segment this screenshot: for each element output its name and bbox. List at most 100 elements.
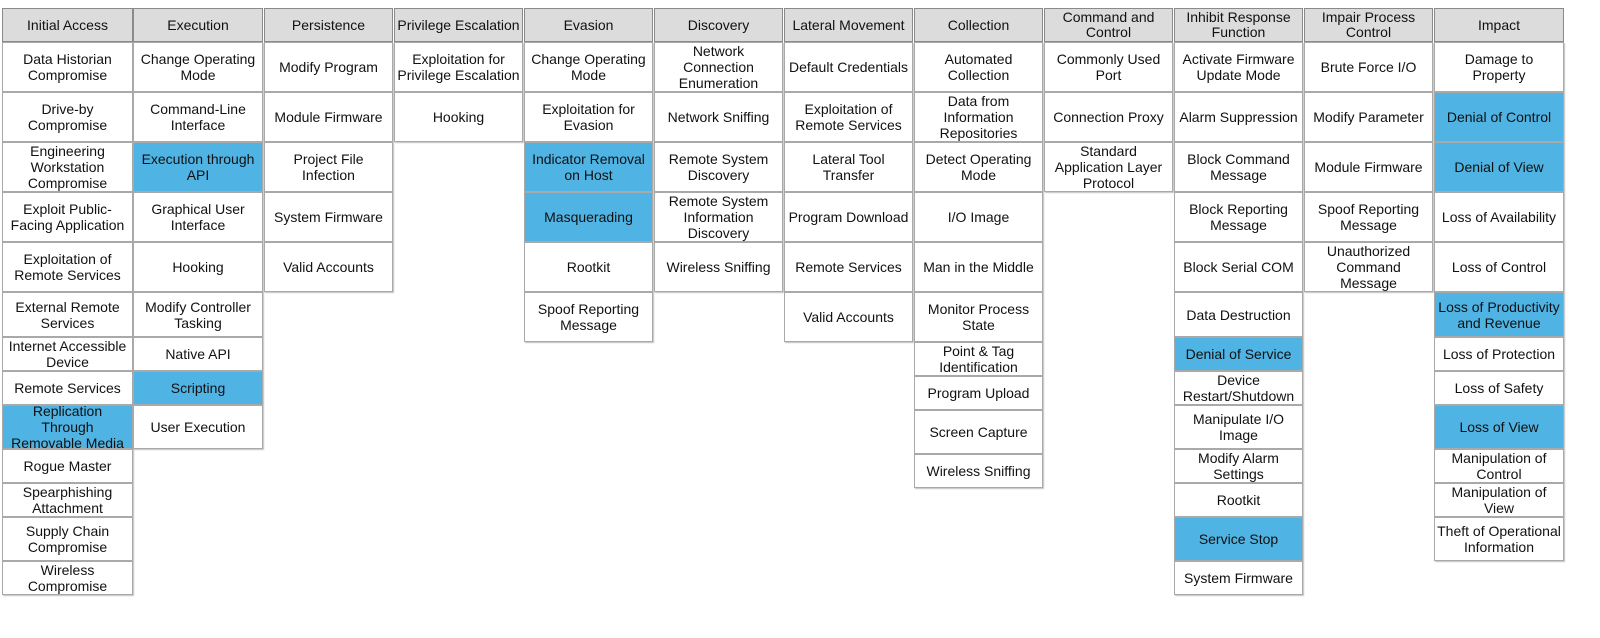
tactic-header: Command and Control <box>1044 8 1173 42</box>
technique-cell-manipulation-of-view[interactable]: Manipulation of View <box>1434 483 1564 517</box>
technique-cell-i-o-image[interactable]: I/O Image <box>914 192 1043 242</box>
technique-cell-change-operating-mode[interactable]: Change Operating Mode <box>133 42 263 92</box>
technique-cell-remote-services[interactable]: Remote Services <box>2 371 133 405</box>
technique-cell-hooking[interactable]: Hooking <box>394 92 523 142</box>
technique-cell-modify-alarm-settings[interactable]: Modify Alarm Settings <box>1174 449 1303 483</box>
technique-cell-connection-proxy[interactable]: Connection Proxy <box>1044 92 1173 142</box>
technique-cell-exploitation-of-remote-services[interactable]: Exploitation of Remote Services <box>2 242 133 292</box>
technique-cell-unauthorized-command-message[interactable]: Unauthorized Command Message <box>1304 242 1433 292</box>
technique-cell-detect-operating-mode[interactable]: Detect Operating Mode <box>914 142 1043 192</box>
technique-cell-modify-parameter[interactable]: Modify Parameter <box>1304 92 1433 142</box>
technique-cell-screen-capture[interactable]: Screen Capture <box>914 410 1043 454</box>
technique-cell-network-connection-enumeration[interactable]: Network Connection Enumeration <box>654 42 783 92</box>
tactic-header: Lateral Movement <box>784 8 913 42</box>
technique-cell-program-upload[interactable]: Program Upload <box>914 376 1043 410</box>
technique-cell-rootkit[interactable]: Rootkit <box>1174 483 1303 517</box>
technique-cell-program-download[interactable]: Program Download <box>784 192 913 242</box>
technique-cell-supply-chain-compromise[interactable]: Supply Chain Compromise <box>2 517 133 561</box>
technique-cell-scripting[interactable]: Scripting <box>133 371 263 405</box>
technique-cell-wireless-sniffing[interactable]: Wireless Sniffing <box>914 454 1043 488</box>
technique-cell-loss-of-safety[interactable]: Loss of Safety <box>1434 371 1564 405</box>
technique-cell-default-credentials[interactable]: Default Credentials <box>784 42 913 92</box>
technique-cell-block-serial-com[interactable]: Block Serial COM <box>1174 242 1303 292</box>
technique-cell-replication-through-removable-media[interactable]: Replication Through Removable Media <box>2 405 133 449</box>
technique-cell-theft-of-operational-information[interactable]: Theft of Operational Information <box>1434 517 1564 561</box>
technique-cell-loss-of-availability[interactable]: Loss of Availability <box>1434 192 1564 242</box>
technique-cell-graphical-user-interface[interactable]: Graphical User Interface <box>133 192 263 242</box>
technique-cell-valid-accounts[interactable]: Valid Accounts <box>784 292 913 342</box>
technique-cell-user-execution[interactable]: User Execution <box>133 405 263 449</box>
technique-cell-activate-firmware-update-mode[interactable]: Activate Firmware Update Mode <box>1174 42 1303 92</box>
technique-cell-denial-of-control[interactable]: Denial of Control <box>1434 92 1564 142</box>
technique-cell-system-firmware[interactable]: System Firmware <box>1174 561 1303 595</box>
technique-cell-module-firmware[interactable]: Module Firmware <box>1304 142 1433 192</box>
technique-cell-block-reporting-message[interactable]: Block Reporting Message <box>1174 192 1303 242</box>
technique-cell-data-from-information-repositories[interactable]: Data from Information Repositories <box>914 92 1043 142</box>
technique-cell-external-remote-services[interactable]: External Remote Services <box>2 292 133 337</box>
technique-cell-wireless-compromise[interactable]: Wireless Compromise <box>2 561 133 595</box>
technique-cell-wireless-sniffing[interactable]: Wireless Sniffing <box>654 242 783 292</box>
technique-cell-brute-force-i-o[interactable]: Brute Force I/O <box>1304 42 1433 92</box>
technique-cell-exploitation-for-privilege-escalation[interactable]: Exploitation for Privilege Escalation <box>394 42 523 92</box>
technique-cell-damage-to-property[interactable]: Damage to Property <box>1434 42 1564 92</box>
technique-cell-point-tag-identification[interactable]: Point & Tag Identification <box>914 342 1043 376</box>
tactic-header: Privilege Escalation <box>394 8 523 42</box>
technique-cell-modify-controller-tasking[interactable]: Modify Controller Tasking <box>133 292 263 337</box>
technique-cell-modify-program[interactable]: Modify Program <box>264 42 393 92</box>
technique-cell-masquerading[interactable]: Masquerading <box>524 192 653 242</box>
technique-cell-spoof-reporting-message[interactable]: Spoof Reporting Message <box>524 292 653 342</box>
technique-cell-service-stop[interactable]: Service Stop <box>1174 517 1303 561</box>
technique-cell-valid-accounts[interactable]: Valid Accounts <box>264 242 393 292</box>
technique-cell-loss-of-protection[interactable]: Loss of Protection <box>1434 337 1564 371</box>
tactic-header: Inhibit Response Function <box>1174 8 1303 42</box>
technique-cell-exploit-public-facing-application[interactable]: Exploit Public-Facing Application <box>2 192 133 242</box>
technique-cell-denial-of-service[interactable]: Denial of Service <box>1174 337 1303 371</box>
technique-cell-indicator-removal-on-host[interactable]: Indicator Removal on Host <box>524 142 653 192</box>
technique-cell-project-file-infection[interactable]: Project File Infection <box>264 142 393 192</box>
technique-cell-execution-through-api[interactable]: Execution through API <box>133 142 263 192</box>
technique-cell-exploitation-for-evasion[interactable]: Exploitation for Evasion <box>524 92 653 142</box>
technique-cell-remote-services[interactable]: Remote Services <box>784 242 913 292</box>
technique-cell-data-historian-compromise[interactable]: Data Historian Compromise <box>2 42 133 92</box>
technique-cell-denial-of-view[interactable]: Denial of View <box>1434 142 1564 192</box>
technique-cell-exploitation-of-remote-services[interactable]: Exploitation of Remote Services <box>784 92 913 142</box>
technique-cell-command-line-interface[interactable]: Command-Line Interface <box>133 92 263 142</box>
tactic-header: Collection <box>914 8 1043 42</box>
technique-cell-lateral-tool-transfer[interactable]: Lateral Tool Transfer <box>784 142 913 192</box>
technique-cell-remote-system-information-discovery[interactable]: Remote System Information Discovery <box>654 192 783 242</box>
technique-cell-change-operating-mode[interactable]: Change Operating Mode <box>524 42 653 92</box>
technique-cell-manipulate-i-o-image[interactable]: Manipulate I/O Image <box>1174 405 1303 449</box>
technique-cell-automated-collection[interactable]: Automated Collection <box>914 42 1043 92</box>
technique-cell-device-restart-shutdown[interactable]: Device Restart/Shutdown <box>1174 371 1303 405</box>
technique-cell-data-destruction[interactable]: Data Destruction <box>1174 292 1303 337</box>
technique-cell-block-command-message[interactable]: Block Command Message <box>1174 142 1303 192</box>
technique-cell-drive-by-compromise[interactable]: Drive-by Compromise <box>2 92 133 142</box>
technique-cell-loss-of-view[interactable]: Loss of View <box>1434 405 1564 449</box>
technique-cell-spoof-reporting-message[interactable]: Spoof Reporting Message <box>1304 192 1433 242</box>
technique-cell-remote-system-discovery[interactable]: Remote System Discovery <box>654 142 783 192</box>
technique-cell-internet-accessible-device[interactable]: Internet Accessible Device <box>2 337 133 371</box>
technique-cell-rootkit[interactable]: Rootkit <box>524 242 653 292</box>
technique-cell-standard-application-layer-protocol[interactable]: Standard Application Layer Protocol <box>1044 142 1173 192</box>
technique-cell-native-api[interactable]: Native API <box>133 337 263 371</box>
technique-cell-hooking[interactable]: Hooking <box>133 242 263 292</box>
technique-cell-loss-of-control[interactable]: Loss of Control <box>1434 242 1564 292</box>
technique-cell-monitor-process-state[interactable]: Monitor Process State <box>914 292 1043 342</box>
technique-cell-alarm-suppression[interactable]: Alarm Suppression <box>1174 92 1303 142</box>
technique-cell-man-in-the-middle[interactable]: Man in the Middle <box>914 242 1043 292</box>
technique-cell-commonly-used-port[interactable]: Commonly Used Port <box>1044 42 1173 92</box>
tactic-header: Impact <box>1434 8 1564 42</box>
technique-cell-loss-of-productivity-and-revenue[interactable]: Loss of Productivity and Revenue <box>1434 292 1564 337</box>
technique-cell-rogue-master[interactable]: Rogue Master <box>2 449 133 483</box>
technique-cell-network-sniffing[interactable]: Network Sniffing <box>654 92 783 142</box>
technique-cell-spearphishing-attachment[interactable]: Spearphishing Attachment <box>2 483 133 517</box>
technique-cell-engineering-workstation-compromise[interactable]: Engineering Workstation Compromise <box>2 142 133 192</box>
technique-cell-system-firmware[interactable]: System Firmware <box>264 192 393 242</box>
technique-cell-manipulation-of-control[interactable]: Manipulation of Control <box>1434 449 1564 483</box>
technique-cell-module-firmware[interactable]: Module Firmware <box>264 92 393 142</box>
